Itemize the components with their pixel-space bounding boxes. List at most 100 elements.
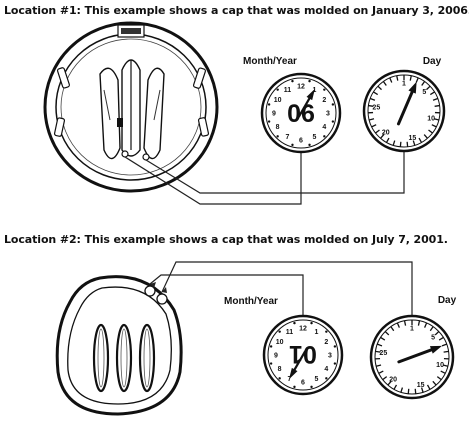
day-tick — [432, 380, 437, 386]
month-dot — [267, 120, 271, 123]
day-number: 20 — [389, 377, 397, 384]
day-tick — [420, 387, 424, 393]
day-arrow-1-head — [408, 81, 417, 94]
day-tick — [443, 350, 449, 353]
month-dot — [325, 377, 328, 380]
day-tick — [433, 118, 440, 121]
day-arrow-2 — [397, 347, 437, 364]
day-tick — [438, 336, 444, 341]
month-dot — [331, 103, 335, 106]
day-tick — [400, 387, 404, 393]
month-dot — [291, 79, 294, 83]
month-number: 4 — [324, 366, 328, 373]
day-number: 20 — [382, 130, 390, 137]
month-arrow-2-head — [289, 367, 298, 380]
day-label-2: Day — [438, 295, 457, 306]
month-dot — [278, 377, 281, 380]
month-dot — [293, 321, 296, 325]
day-tick — [423, 134, 428, 139]
day-tick — [384, 331, 390, 336]
month-dot — [325, 330, 328, 333]
day-tick — [382, 81, 387, 86]
day-tick — [412, 140, 416, 146]
day-tick — [377, 343, 383, 347]
month-dot — [269, 362, 273, 365]
month-dot — [278, 330, 281, 333]
leader-line-day-2 — [161, 261, 413, 316]
day-tick — [434, 104, 440, 107]
day-tick — [380, 134, 385, 139]
day-tick — [441, 343, 447, 347]
day-number: 1 — [410, 326, 414, 333]
month-dot — [310, 385, 313, 389]
day-number: 5 — [422, 89, 426, 96]
month-arrow-1-head — [306, 88, 315, 101]
month-number: 1 — [315, 329, 319, 336]
month-number: 11 — [284, 87, 292, 94]
month-year-label-2: Month/Year — [224, 296, 278, 307]
day-number: 5 — [431, 335, 435, 342]
month-dot — [293, 385, 296, 389]
day-tick — [387, 380, 392, 386]
month-dot — [333, 345, 337, 348]
month-dot — [308, 79, 311, 83]
day-tick — [380, 336, 386, 341]
day-tick — [390, 326, 395, 332]
location-1-caption: Location #1: This example shows a cap th… — [4, 4, 469, 17]
month-number: 3 — [326, 111, 330, 118]
month-dot — [267, 103, 271, 106]
day-number: 1 — [402, 81, 406, 88]
month-number: 8 — [278, 366, 282, 373]
day-tick — [377, 85, 382, 91]
day-tick — [418, 137, 423, 143]
cap-front-illustration — [55, 275, 183, 416]
month-number: 3 — [328, 353, 332, 360]
day-tick — [417, 320, 421, 326]
month-number: 12 — [299, 326, 307, 333]
month-dot — [276, 135, 279, 138]
day-tick — [406, 141, 409, 147]
day-arrow-2-head — [429, 345, 443, 354]
day-tick — [403, 320, 407, 326]
day-tick — [373, 91, 379, 96]
day-tick — [431, 124, 437, 128]
location-2-caption: Location #2: This example shows a cap th… — [4, 233, 448, 246]
day-tick — [434, 331, 440, 336]
month-dot — [308, 143, 311, 147]
month-number: 6 — [299, 138, 303, 145]
day-tick — [392, 140, 396, 146]
day-arrow-1 — [396, 87, 415, 126]
day-tick — [428, 129, 433, 134]
month-dot — [323, 135, 326, 138]
day-number: 25 — [379, 350, 387, 357]
day-tick — [426, 384, 431, 390]
day-tick — [414, 388, 417, 394]
month-number: 8 — [276, 124, 280, 131]
day-tick — [396, 322, 400, 328]
month-year-label-1: Month/Year — [243, 56, 297, 67]
month-number: 5 — [315, 376, 319, 383]
day-tick — [432, 97, 438, 101]
day-tick — [407, 388, 410, 394]
leader-line-month-2 — [149, 274, 304, 316]
month-number: 7 — [286, 134, 290, 141]
month-number: 9 — [272, 111, 276, 118]
month-dot — [323, 88, 326, 91]
day-label-1: Day — [423, 56, 442, 67]
day-tick — [429, 326, 434, 332]
day-number: 15 — [417, 382, 425, 389]
month-dot — [276, 88, 279, 91]
month-number: 5 — [313, 134, 317, 141]
day-tick — [370, 97, 376, 101]
month-number: 6 — [301, 380, 305, 387]
day-tick — [382, 376, 388, 381]
day-tick — [396, 75, 399, 81]
month-dot — [310, 321, 313, 325]
month-number: 7 — [288, 376, 292, 383]
month-dot — [333, 362, 337, 365]
month-dot — [269, 345, 273, 348]
month-number: 9 — [274, 353, 278, 360]
